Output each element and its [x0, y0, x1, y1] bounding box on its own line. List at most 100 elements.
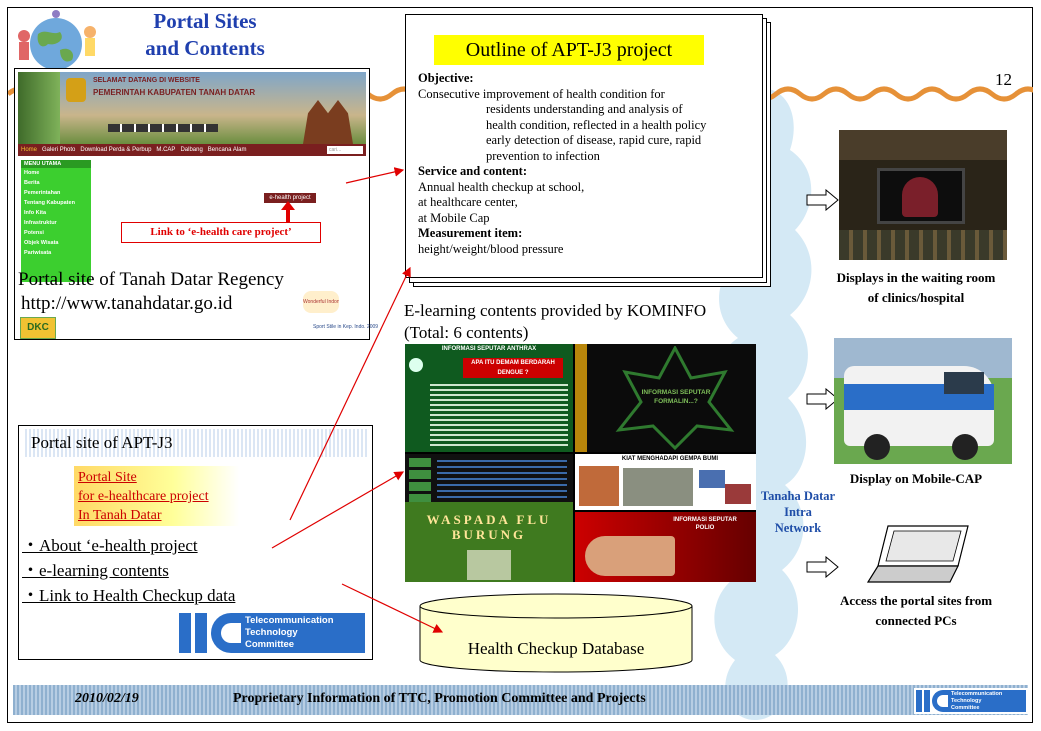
- menu-item[interactable]: Pemerintahan: [24, 190, 61, 196]
- menu-item[interactable]: Infrastruktur: [24, 220, 57, 226]
- mobile-cap-photo: [834, 338, 1012, 464]
- footer-text: Proprietary Information of TTC, Promotio…: [233, 691, 646, 706]
- ttc-logo-bar: [179, 613, 191, 653]
- banner-government: PEMERINTAH KABUPATEN TANAH DATAR: [93, 88, 256, 97]
- tile-title: INFORMASI SEPUTAR ANTHRAX: [441, 346, 537, 352]
- website-footer-note: Sport Stile in Kep. Indo. 2009: [313, 324, 379, 330]
- title-line-2: and Contents: [145, 36, 265, 60]
- site-link-line[interactable]: Portal Site: [78, 470, 137, 485]
- website-banner: SELAMAT DATANG DI WEBSITE PEMERINTAH KAB…: [18, 72, 366, 144]
- ttc-text-line: Telecommunication: [245, 615, 334, 626]
- ttc-logo-c: [211, 613, 241, 653]
- tile-photo: [725, 484, 751, 504]
- apt-bullet-elearning[interactable]: ・e-learning contents: [22, 561, 169, 580]
- menu-item[interactable]: Home: [24, 170, 40, 176]
- footer-ttc-logo: Telecommunication Technology Committee: [914, 688, 1028, 714]
- elearning-tile-flu-burung[interactable]: WASPADA FLU BURUNG: [405, 502, 573, 582]
- eproject-button[interactable]: e-health project: [264, 193, 316, 203]
- elearning-tile-gempa[interactable]: KIAT MENGHADAPI GEMPA BUMI: [575, 454, 756, 510]
- presenter-figure: [902, 177, 938, 217]
- regency-emblem-icon: [66, 78, 86, 102]
- nav-home[interactable]: Home: [21, 147, 38, 153]
- outline-title: Outline of APT-J3 project: [434, 35, 704, 65]
- ttc-logo-text: Telecommunication Technology Committee: [241, 613, 365, 653]
- elearning-tile-formalin[interactable]: INFORMASI SEPUTAR FORMALIN...?: [575, 344, 756, 452]
- apt-site-link[interactable]: Portal Site for e-healthcare project In …: [74, 466, 239, 526]
- banner-welcome: SELAMAT DATANG DI WEBSITE: [93, 77, 200, 84]
- tanah-url-link[interactable]: http://www.tanahdatar.go.id: [21, 293, 233, 314]
- objective-line: health condition, reflected in a health …: [486, 117, 707, 132]
- menu-item[interactable]: Berita: [24, 180, 40, 186]
- mobile-caption: Display on Mobile-CAP: [849, 471, 983, 486]
- service-line: Annual health checkup at school,: [418, 179, 585, 194]
- elearning-caption-1: E-learning contents provided by KOMINFO: [404, 301, 707, 320]
- tanah-caption-1: Portal site of Tanah Datar Regency: [18, 269, 284, 290]
- website-navbar: Home Galeri Photo Download Perda & Perbu…: [18, 144, 366, 156]
- menu-item[interactable]: Tentang Kabupaten: [24, 200, 75, 206]
- laptop-icon: [866, 525, 969, 583]
- up-arrow-icon: [281, 201, 295, 223]
- tile-photo: [585, 536, 675, 576]
- ttc-text-line: Committee: [245, 639, 295, 650]
- elearning-tile-anthrax[interactable]: INFORMASI SEPUTAR ANTHRAX APA ITU DEMAM …: [405, 344, 573, 452]
- tv-screen: [877, 168, 965, 224]
- site-link-line[interactable]: for e-healthcare project: [78, 489, 209, 504]
- service-line: at Mobile Cap: [418, 210, 490, 225]
- arrow-elearning-to-mosaic: [271, 471, 405, 549]
- apt-heading: Portal site of APT-J3: [23, 429, 368, 457]
- ttc-text-line: Technology: [951, 698, 982, 704]
- measurement-line: height/weight/blood pressure: [418, 241, 564, 256]
- network-line: Intra: [784, 505, 812, 519]
- clinic-caption: Displays in the waiting room of clinics/…: [800, 268, 1032, 308]
- nav-bencana[interactable]: Bencana Alam: [207, 147, 247, 153]
- outline-box: Outline of APT-J3 project Objective: Con…: [405, 14, 763, 278]
- nav-dalbang[interactable]: Dalbang: [180, 147, 203, 153]
- network-line: Tanaha Datar: [760, 489, 836, 503]
- tanah-datar-portal-box: SELAMAT DATANG DI WEBSITE PEMERINTAH KAB…: [14, 68, 378, 340]
- service-line: at healthcare center,: [418, 195, 518, 209]
- site-link-line[interactable]: In Tanah Datar: [78, 508, 162, 523]
- page-number: 12: [995, 70, 1012, 89]
- bus-window: [944, 372, 984, 394]
- ttc-logo: Telecommunication Technology Committee: [179, 609, 369, 657]
- clinic-caption-line: of clinics/hospital: [867, 290, 965, 305]
- website-search-input[interactable]: cari...: [327, 146, 363, 154]
- elearning-tile-polio[interactable]: INFORMASI SEPUTAR POLIO: [575, 512, 756, 582]
- objective-line: prevention to infection: [486, 148, 600, 163]
- nav-download[interactable]: Download Perda & Perbup: [80, 147, 152, 153]
- clinic-display-photo: [839, 130, 1007, 260]
- mobile-cap-bus: [844, 366, 994, 446]
- objective-line: residents understanding and analysis of: [486, 102, 683, 116]
- tile-subtitle: APA ITU DEMAM BERDARAH DENGUE ?: [463, 358, 563, 378]
- train-image: [108, 124, 218, 132]
- hollow-arrow-mobile: [806, 388, 839, 410]
- network-label: Tanaha Datar Intra Network: [754, 488, 842, 536]
- link-callout: Link to ‘e-health care project’: [121, 222, 321, 243]
- tile-title: WASPADA FLU BURUNG: [426, 512, 552, 542]
- menu-item[interactable]: Pariwisata: [24, 250, 52, 256]
- menu-item[interactable]: Info Kita: [24, 210, 46, 216]
- tanah-datar-website-screenshot: SELAMAT DATANG DI WEBSITE PEMERINTAH KAB…: [18, 72, 366, 282]
- network-line: Network: [774, 521, 822, 535]
- database-label: Health Checkup Database: [467, 639, 645, 658]
- menu-header: MENU UTAMA: [21, 160, 91, 168]
- elearning-mosaic: INFORMASI SEPUTAR ANTHRAX APA ITU DEMAM …: [405, 344, 756, 582]
- menu-item[interactable]: Potensi: [24, 230, 44, 236]
- footer-bar: [13, 685, 1028, 715]
- pc-caption-line: connected PCs: [875, 613, 957, 628]
- tile-photo: [579, 466, 619, 506]
- ttc-text-line: Technology: [245, 627, 298, 638]
- pc-caption: Access the portal sites from connected P…: [800, 591, 1032, 631]
- nav-mcap[interactable]: M.CAP: [156, 147, 176, 153]
- tile-photo: [467, 550, 511, 580]
- apt-bullet-about[interactable]: ・About ‘e-health project: [22, 536, 198, 555]
- elearning-caption-2: (Total: 6 contents): [404, 323, 529, 342]
- photo-ceiling: [839, 130, 1007, 160]
- ttc-text-line: Telecommunication: [951, 691, 1003, 697]
- apt-bullet-checkup[interactable]: ・Link to Health Checkup data: [22, 586, 236, 605]
- tile-side-strip: [575, 344, 587, 452]
- menu-item[interactable]: Objek Wisata: [24, 240, 59, 246]
- wonderful-indonesia-logo: Wonderful Indonesia: [303, 291, 339, 313]
- nav-galeri[interactable]: Galeri Photo: [42, 147, 76, 153]
- clinic-caption-line: Displays in the waiting room: [836, 270, 996, 285]
